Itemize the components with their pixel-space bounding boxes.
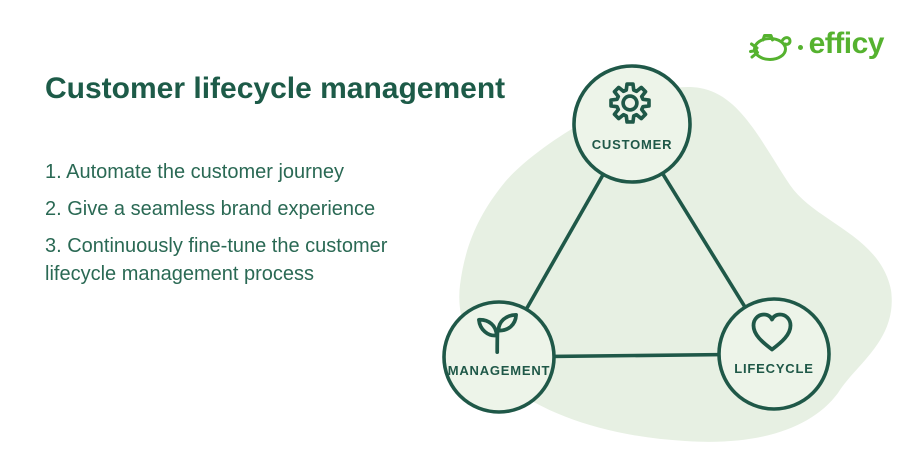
customer-label: CUSTOMER [592, 137, 673, 152]
customer-circle [572, 64, 692, 184]
sprout-icon [477, 313, 518, 354]
management-circle [442, 300, 556, 414]
brand-logo: efficy [748, 24, 885, 64]
list-item-1: 1. Automate the customer journey [45, 161, 345, 183]
gear-icon [609, 82, 651, 124]
heart-icon [751, 312, 793, 352]
node-customer: CUSTOMER [572, 64, 692, 184]
logo-dot [797, 44, 803, 50]
lifecycle-label: LIFECYCLE [734, 361, 813, 376]
page-title: Customer lifecycle management [45, 72, 506, 105]
node-lifecycle: LIFECYCLE [717, 297, 831, 411]
node-management: MANAGEMENT [442, 300, 556, 414]
steps-list: 1. Automate the customer journey 2. Give… [45, 158, 445, 297]
list-item-3: 3. Continuously fine-tune the customer l… [45, 235, 388, 285]
management-label: MANAGEMENT [448, 363, 551, 378]
submarine-logo-icon [748, 34, 792, 61]
lifecycle-circle [717, 297, 831, 411]
list-item-2: 2. Give a seamless brand experience [45, 198, 376, 220]
brand-name: efficy [808, 27, 885, 60]
